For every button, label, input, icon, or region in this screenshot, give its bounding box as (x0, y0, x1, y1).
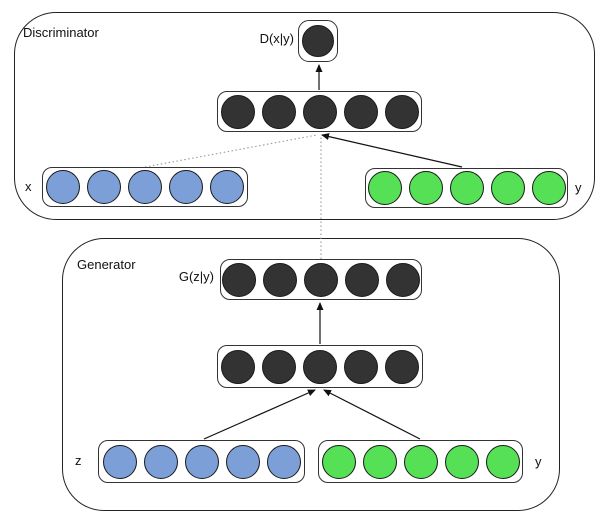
discriminator-hidden-layer (217, 91, 422, 132)
unit-circle (490, 171, 525, 205)
g-output-label: G(z|y) (178, 269, 214, 284)
unit-circle (403, 444, 438, 479)
unit-circle (485, 444, 520, 479)
unit-circle (408, 171, 443, 205)
unit-circle (46, 170, 80, 204)
unit-circle (345, 262, 379, 297)
unit-circle (302, 25, 334, 57)
unit-circle (263, 262, 297, 297)
y-input-label-generator: y (535, 454, 542, 469)
unit-circle (449, 171, 484, 205)
generator-output-layer (220, 259, 422, 300)
x-input-label: x (25, 179, 32, 194)
generator-y-input-layer (318, 440, 523, 483)
y-input-label-discriminator: y (575, 180, 582, 195)
generator-z-input-layer (98, 440, 305, 483)
unit-circle (184, 444, 219, 479)
unit-circle (304, 262, 338, 297)
unit-circle (266, 444, 301, 479)
unit-circle (262, 349, 296, 384)
unit-circle (384, 94, 419, 129)
unit-circle (303, 349, 337, 384)
unit-circle (302, 94, 337, 129)
unit-circle (169, 170, 203, 204)
unit-circle (222, 262, 256, 297)
d-output-label: D(x|y) (259, 31, 294, 46)
generator-hidden-layer (217, 345, 423, 388)
unit-circle (343, 94, 378, 129)
discriminator-output-layer (298, 20, 338, 62)
unit-circle (321, 444, 356, 479)
unit-circle (385, 349, 419, 384)
unit-circle (386, 262, 420, 297)
generator-box (62, 238, 560, 511)
unit-circle (220, 94, 255, 129)
unit-circle (225, 444, 260, 479)
discriminator-x-input-layer (42, 167, 248, 207)
z-input-label: z (75, 453, 82, 468)
generator-label: Generator (77, 257, 136, 272)
unit-circle (444, 444, 479, 479)
unit-circle (221, 349, 255, 384)
unit-circle (102, 444, 137, 479)
unit-circle (362, 444, 397, 479)
unit-circle (531, 171, 566, 205)
unit-circle (128, 170, 162, 204)
unit-circle (143, 444, 178, 479)
unit-circle (367, 171, 402, 205)
unit-circle (87, 170, 121, 204)
discriminator-label: Discriminator (23, 25, 99, 40)
unit-circle (261, 94, 296, 129)
discriminator-y-input-layer (365, 168, 568, 208)
unit-circle (210, 170, 244, 204)
discriminator-box (14, 12, 595, 220)
unit-circle (344, 349, 378, 384)
